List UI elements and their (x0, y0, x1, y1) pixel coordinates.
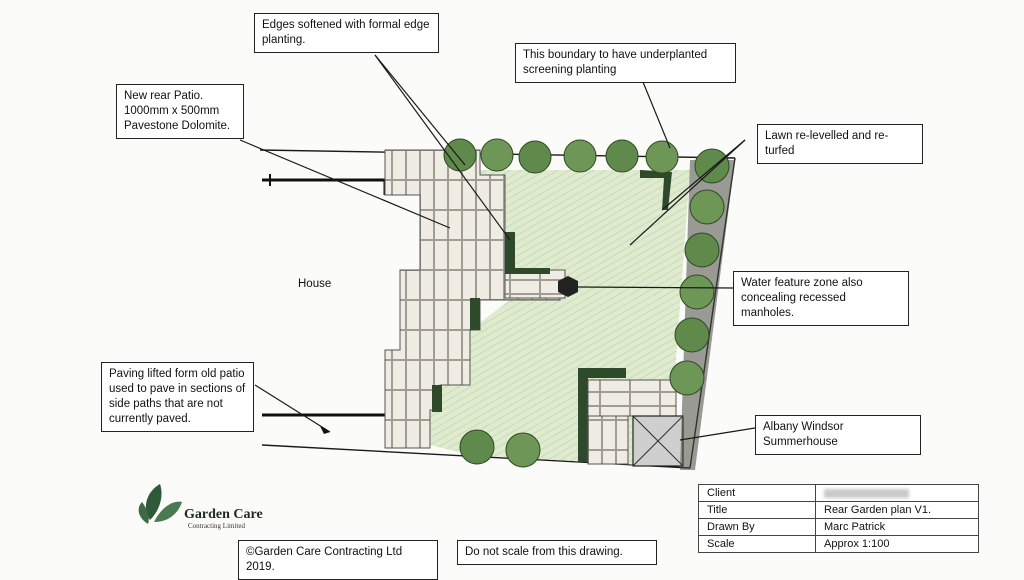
leader-lines (239, 54, 756, 441)
title-block-row: Title Rear Garden plan V1. (698, 501, 979, 519)
side-path-paving (587, 379, 677, 417)
logo-name: Garden Care (184, 507, 263, 522)
client-value (815, 484, 979, 502)
summerhouse-shape (632, 415, 684, 467)
shrub-group (443, 138, 730, 468)
callout-edges: Edges softened with formal edge planting… (254, 13, 439, 53)
logo-subtitle: Contracting Limited (188, 522, 245, 530)
callout-water: Water feature zone also concealing reces… (733, 271, 909, 326)
title-block-row: Client (698, 484, 979, 502)
callout-lawn: Lawn re-levelled and re-turfed (757, 124, 923, 164)
leaf-logo-icon (138, 484, 182, 524)
title-block-row: Drawn By Marc Patrick (698, 518, 979, 536)
title-block-row: Scale Approx 1:100 (698, 535, 979, 553)
callout-summerhouse: Albany Windsor Summerhouse (755, 415, 921, 455)
callout-patio: New rear Patio. 1000mm x 500mm Pavestone… (116, 84, 244, 139)
callout-paving: Paving lifted form old patio used to pav… (101, 362, 254, 432)
redacted-client (824, 488, 909, 498)
title-block: Client Title Rear Garden plan V1. Drawn … (698, 484, 979, 553)
hedge-edge-planting (505, 232, 550, 274)
client-key: Client (698, 484, 816, 502)
scale-note-box: Do not scale from this drawing. (457, 540, 657, 565)
house-label: House (298, 278, 332, 290)
water-feature-icon (558, 276, 578, 297)
copyright-box: ©Garden Care Contracting Ltd 2019. (238, 540, 438, 580)
patio-paving-path (504, 269, 566, 299)
callout-boundary: This boundary to have underplanted scree… (515, 43, 736, 83)
